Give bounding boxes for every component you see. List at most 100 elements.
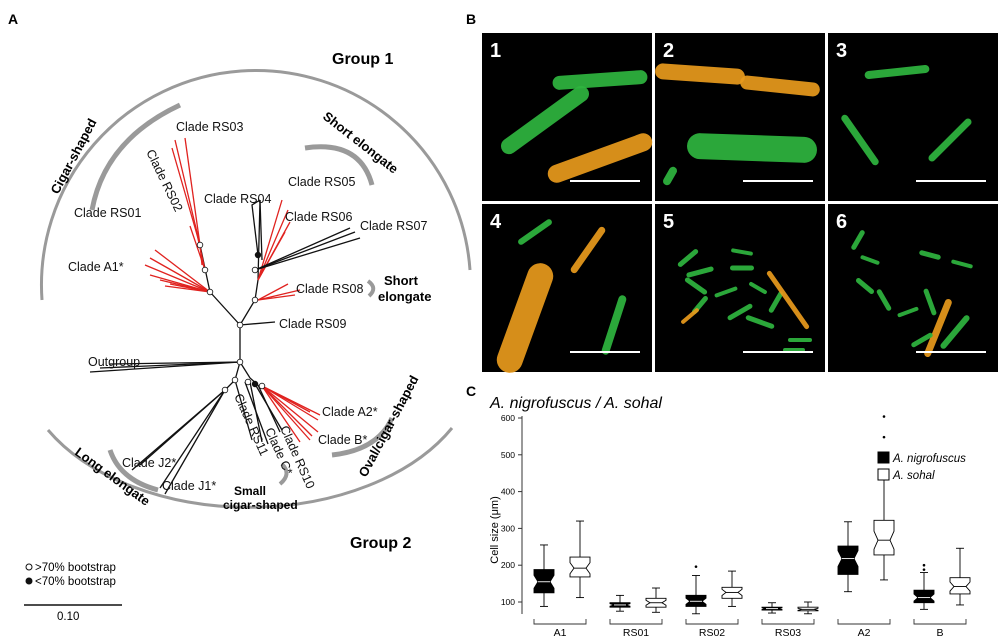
box-A1-nigrofuscus	[533, 544, 555, 607]
node-open	[231, 376, 239, 384]
algal-cell	[601, 295, 627, 355]
algal-cell	[940, 315, 970, 349]
category-bracket	[837, 619, 891, 625]
group1-label: Group 1	[332, 51, 393, 68]
box-RS01-sohal	[645, 587, 667, 613]
algal-cell	[714, 286, 738, 298]
label-cigar-shaped: Cigar-shaped	[47, 116, 99, 196]
y-tick-label: 300	[501, 523, 515, 533]
algal-cell	[749, 282, 767, 294]
algal-cell	[727, 303, 753, 321]
category-label: A2	[858, 627, 871, 636]
box	[569, 556, 591, 578]
algal-cell	[730, 265, 754, 271]
algal-cell	[919, 250, 941, 260]
label-small-cigar-2: cigar-shaped	[223, 498, 298, 512]
node-open	[206, 288, 214, 296]
algal-cell	[570, 226, 606, 274]
panel-letter-c: C	[466, 383, 476, 399]
node-open	[221, 386, 229, 394]
clade-a1: Clade A1*	[68, 260, 124, 274]
node-open	[251, 266, 259, 274]
algal-cell	[500, 85, 590, 155]
algal-cell	[547, 133, 653, 183]
clade-j1: Clade J1*	[162, 479, 216, 493]
y-tick-label: 500	[501, 450, 515, 460]
label-short-elongate-mid-1: Short	[384, 273, 419, 288]
y-tick-label: 600	[501, 413, 515, 423]
micrograph-background	[655, 204, 825, 372]
group1-arc	[39, 68, 472, 301]
algal-cell	[860, 255, 880, 265]
clade-a2: Clade A2*	[322, 405, 378, 419]
box-RS02-sohal	[721, 570, 743, 607]
node-filled	[254, 251, 262, 259]
short-elongate-mid-arc	[366, 279, 376, 298]
category-label: RS01	[623, 627, 649, 636]
micrograph-tile: 3	[828, 33, 998, 201]
outlier	[922, 563, 926, 567]
micrograph-number: 5	[663, 211, 674, 233]
long-elongate-arc	[107, 449, 159, 493]
category-bracket	[761, 619, 815, 625]
outlier	[922, 568, 926, 571]
legend-filled-node	[25, 577, 33, 585]
chart-title: A. nigrofuscus / A. sohal	[489, 395, 662, 412]
category-label: RS03	[775, 627, 801, 636]
algal-cell	[677, 249, 699, 267]
panel-c: C A. nigrofuscus / A. sohal Cell size (μ…	[466, 383, 971, 636]
micrograph-number: 3	[836, 40, 847, 62]
panel-letter-b: B	[466, 11, 476, 27]
micrograph-number: 1	[490, 40, 501, 62]
micrograph-tile: 5	[655, 204, 825, 372]
branches-red-group2	[261, 385, 321, 443]
algal-cell	[951, 259, 973, 269]
bootstrap-legend: >70% bootstrap <70% bootstrap 0.10	[24, 562, 122, 623]
category-bracket	[533, 619, 587, 625]
algal-cell	[876, 289, 892, 311]
chart-legend: A. nigrofuscus A. sohal	[877, 451, 966, 482]
node-open	[251, 296, 259, 304]
group2-label: Group 2	[350, 535, 411, 552]
micrograph-tile: 6	[828, 204, 998, 372]
algal-cell	[851, 230, 865, 250]
y-tick-label: 100	[501, 597, 515, 607]
box	[837, 545, 859, 575]
micrograph-background	[828, 33, 998, 201]
cigar-arc	[89, 102, 182, 211]
clade-j2: Clade J2*	[122, 456, 176, 470]
algal-cell	[841, 114, 879, 166]
algal-cell	[681, 308, 699, 324]
category-bracket	[609, 619, 663, 625]
box-RS02-nigrofuscus	[685, 565, 707, 615]
algal-cell	[740, 75, 820, 97]
box-A1-sohal	[569, 520, 591, 599]
branches-red-group1	[144, 137, 301, 301]
node-open	[244, 378, 252, 386]
node-open	[236, 321, 244, 329]
category-label: B	[936, 627, 943, 636]
node-open	[236, 358, 244, 366]
box-A2-nigrofuscus	[837, 521, 859, 593]
algal-cell	[897, 306, 919, 318]
clade-rs09: Clade RS09	[279, 317, 346, 331]
node-open	[196, 241, 204, 249]
algal-cell	[855, 278, 875, 294]
micrograph-tile: 1	[482, 33, 653, 201]
clade-rs01: Clade RS01	[74, 206, 141, 220]
micrograph-tile: 2	[655, 33, 825, 201]
label-short-elongate-mid-2: elongate	[378, 289, 431, 304]
algal-cell	[731, 248, 753, 256]
category-bracket	[685, 619, 739, 625]
node-open	[258, 382, 266, 390]
micrograph-tile: 4	[482, 204, 652, 373]
box-RS03-nigrofuscus	[761, 602, 783, 614]
clade-rs03: Clade RS03	[176, 120, 243, 134]
algal-cell	[924, 299, 952, 357]
short-elongate-arc	[304, 144, 375, 186]
algal-cell	[655, 63, 745, 85]
